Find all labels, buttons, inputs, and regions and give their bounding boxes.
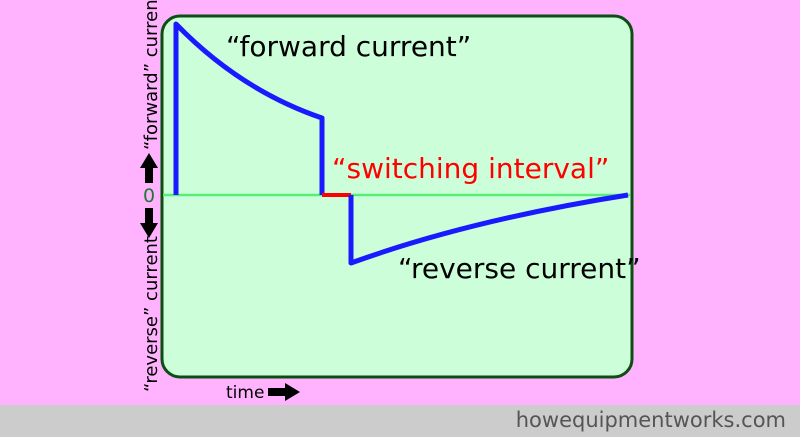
time-label: time [226, 383, 264, 403]
arrow-up-icon [140, 153, 158, 183]
arrow-right-icon [268, 383, 300, 401]
reverse-current-trace [348, 192, 629, 266]
forward-current-trace [173, 21, 325, 195]
switching-interval-label: “switching interval” [332, 152, 609, 185]
y-reverse-label: “reverse” current [141, 236, 162, 392]
footer-bar: howequipmentworks.com [0, 405, 800, 437]
y-forward-label: “forward” current [141, 0, 162, 150]
reverse-current-label: “reverse current” [398, 252, 641, 285]
forward-current-label: “forward current” [226, 30, 471, 63]
arrow-down-icon [140, 208, 158, 238]
plot-panel [160, 14, 634, 379]
zero-label: 0 [143, 185, 155, 207]
site-name: howequipmentworks.com [515, 408, 786, 432]
